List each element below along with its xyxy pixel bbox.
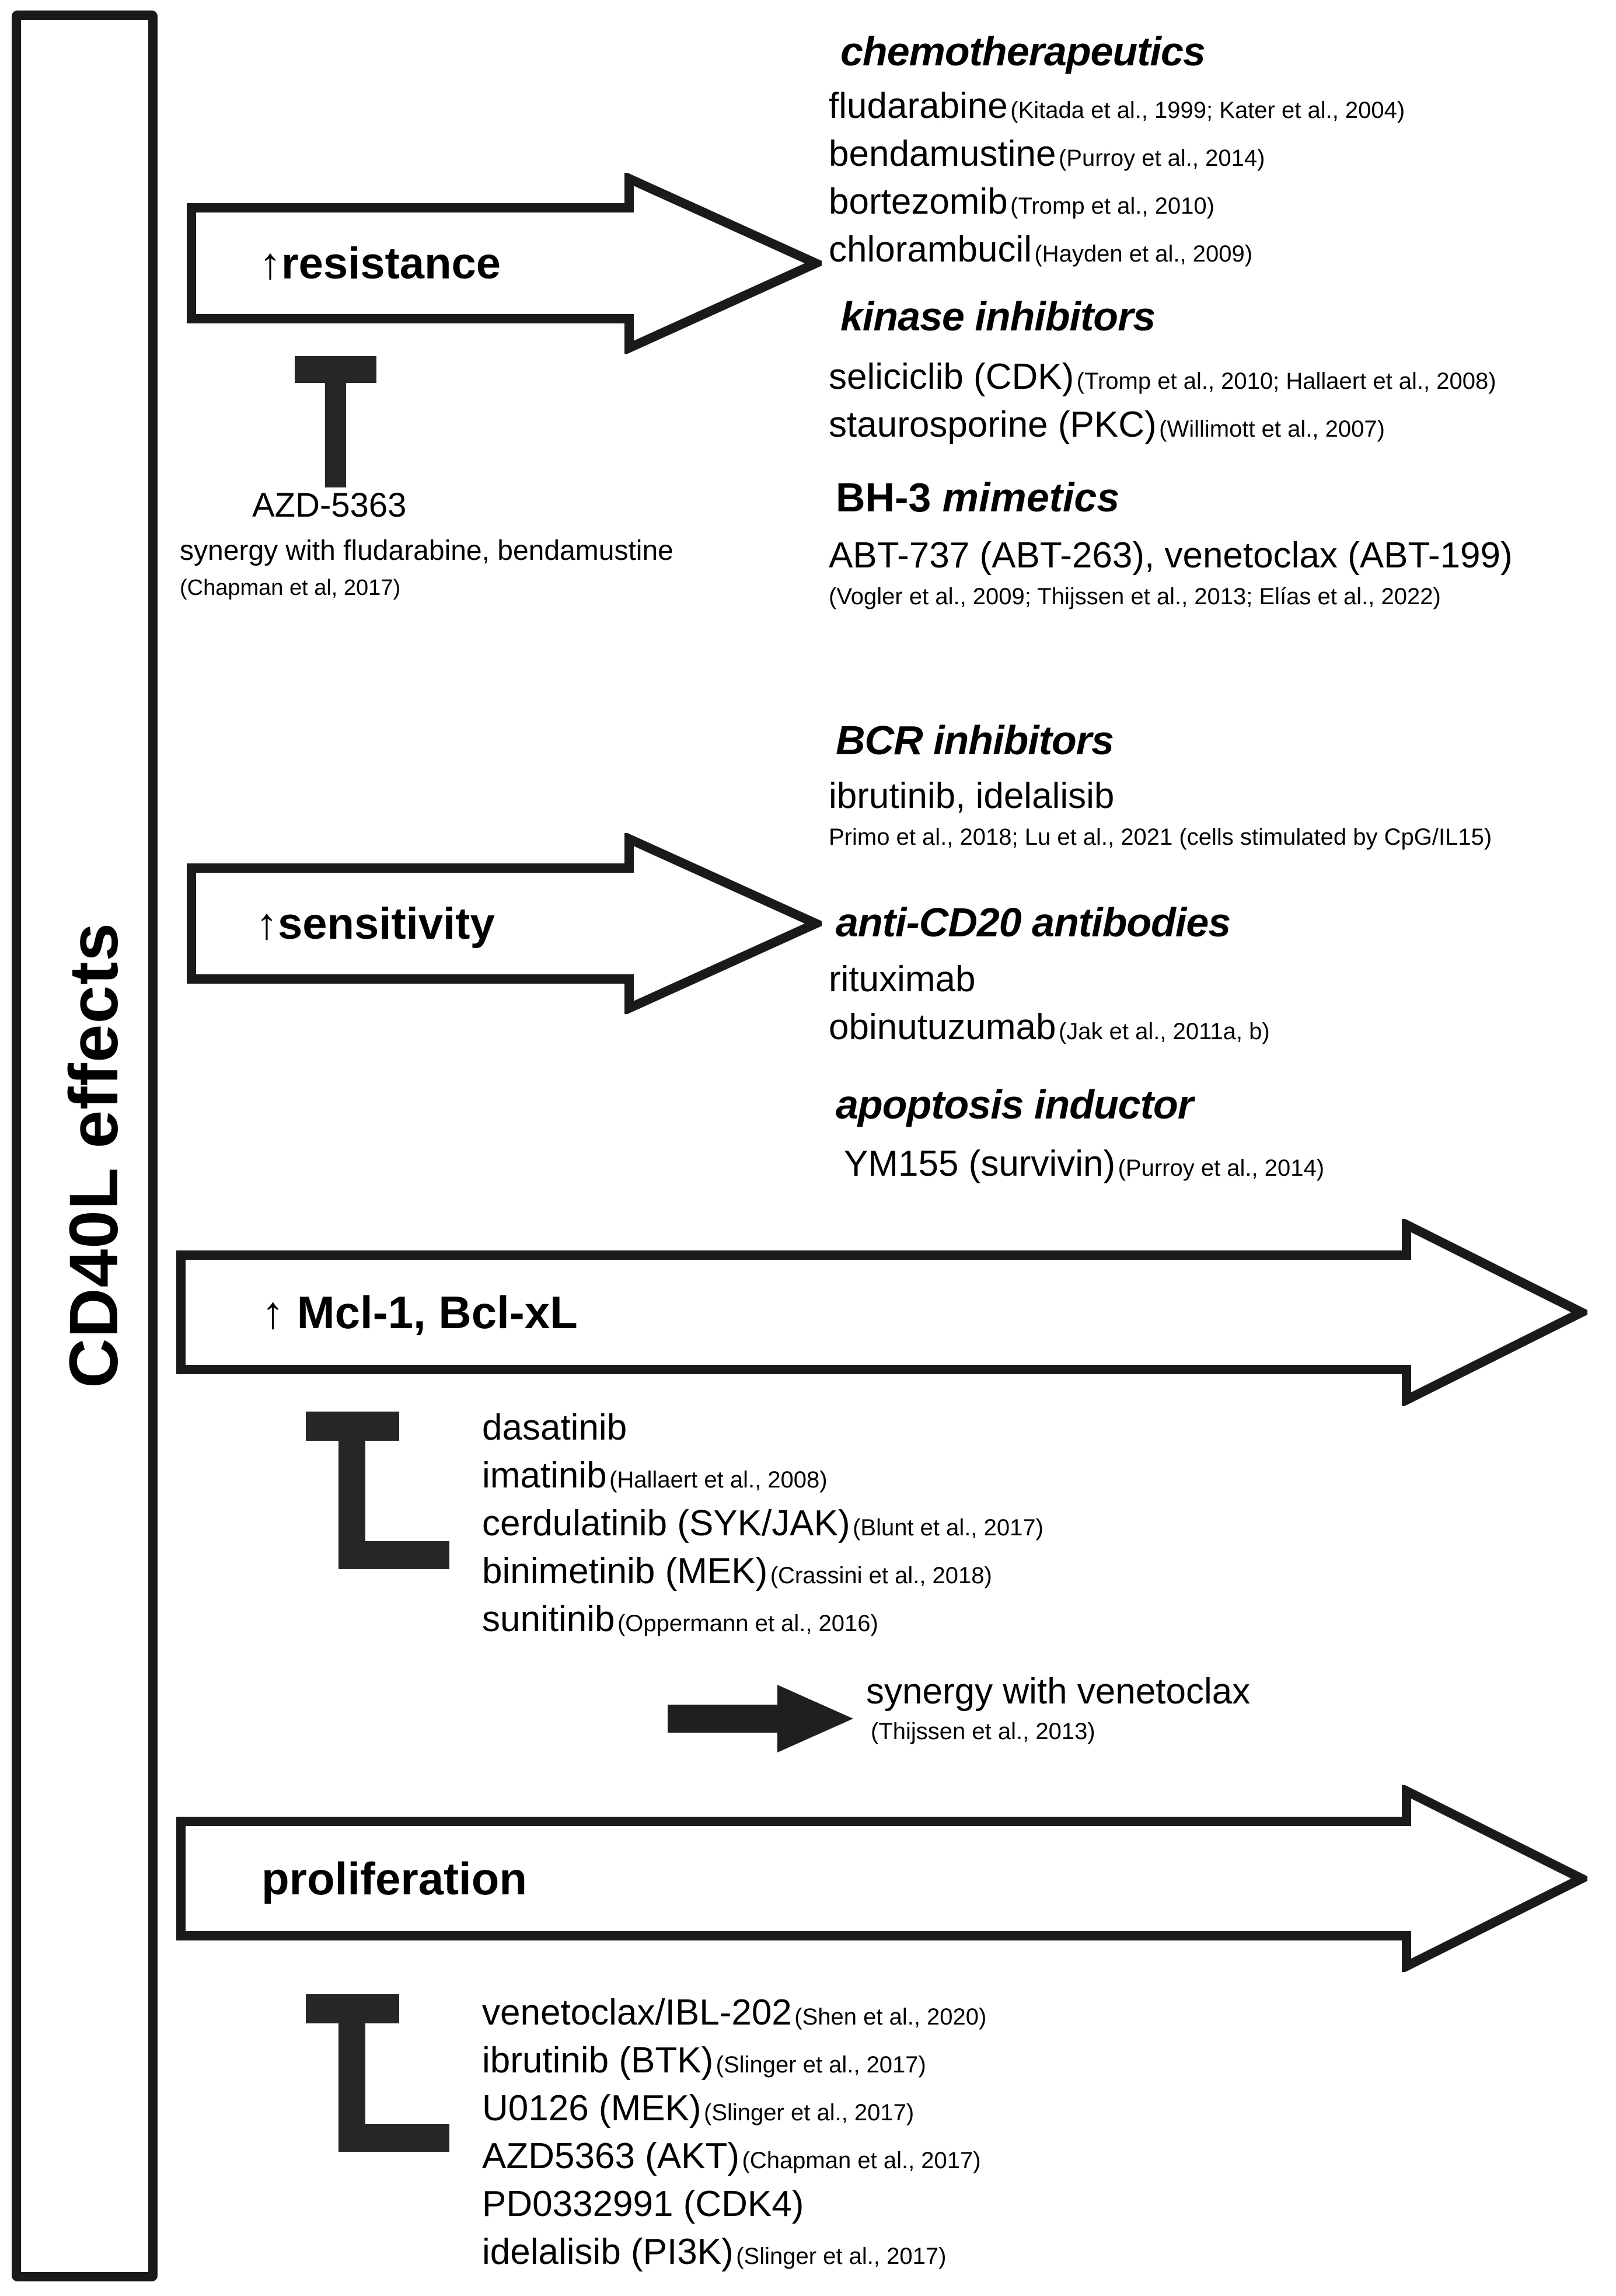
drug-name: AZD5363 (AKT) <box>482 2136 740 2176</box>
azd5363-detail: synergy with fludarabine, bendamustine <box>180 535 673 566</box>
drug-reference: (Chapman et al., 2017) <box>742 2148 981 2173</box>
list-item: binimetinib (MEK) (Crassini et al., 2018… <box>482 1551 992 1592</box>
drug-reference: (Oppermann et al., 2016) <box>617 1611 878 1636</box>
drug-reference: (Blunt et al., 2017) <box>853 1515 1043 1541</box>
list-item: seliciclib (CDK) (Tromp et al., 2010; Ha… <box>829 356 1496 398</box>
list-item: bortezomib (Tromp et al., 2010) <box>829 181 1214 222</box>
drug-name: bortezomib <box>829 182 1008 222</box>
drug-name: chlorambucil <box>829 229 1032 270</box>
drug-reference: (Slinger et al., 2017) <box>736 2243 947 2269</box>
proliferation-arrow: proliferation <box>175 1785 1587 1972</box>
drug-reference: (Purroy et al., 2014) <box>1118 1155 1325 1181</box>
list-item: bendamustine (Purroy et al., 2014) <box>829 133 1265 175</box>
drug-name: rituximab <box>829 959 976 999</box>
drug-reference: (Hallaert et al., 2008) <box>609 1467 828 1493</box>
synergy-label: synergy with venetoclax <box>866 1671 1251 1712</box>
heading-chemotherapeutics: chemotherapeutics <box>840 29 1206 74</box>
drug-reference: (Tromp et al., 2010) <box>1010 193 1214 219</box>
drug-name: bendamustine <box>829 134 1056 174</box>
cd40l-effects-label: CD40L effects <box>55 922 132 1388</box>
drug-name: idelalisib (PI3K) <box>482 2232 734 2272</box>
heading-anti-cd20-antibodies: anti-CD20 antibodies <box>836 900 1231 945</box>
drug-reference: (Slinger et al., 2017) <box>704 2100 915 2126</box>
resistance-arrow-text-wrap: ↑resistance <box>259 173 501 354</box>
drug-name: seliciclib (CDK) <box>829 357 1074 397</box>
drug-reference: (Hayden et al., 2009) <box>1034 241 1253 267</box>
resistance-arrow-label: ↑resistance <box>259 238 501 288</box>
sensitivity-arrow-text-wrap: ↑sensitivity <box>256 833 495 1014</box>
resistance-arrow: ↑resistance <box>186 173 822 354</box>
drug-reference: (Purroy et al., 2014) <box>1058 145 1265 171</box>
list-item: venetoclax/IBL-202 (Shen et al., 2020) <box>482 1992 986 2033</box>
bcr-reference-line: Primo et al., 2018; Lu et al., 2021 (cel… <box>829 824 1492 850</box>
sensitivity-arrow: ↑sensitivity <box>186 833 822 1014</box>
drug-name: staurosporine (PKC) <box>829 405 1157 445</box>
drug-name: fludarabine <box>829 86 1008 126</box>
list-item: ibrutinib, idelalisib <box>829 775 1114 817</box>
list-item: fludarabine (Kitada et al., 1999; Kater … <box>829 85 1405 127</box>
list-item: staurosporine (PKC) (Willimott et al., 2… <box>829 404 1385 445</box>
mcl1-inhibition-bracket <box>292 1412 467 1569</box>
drug-reference: (Crassini et al., 2018) <box>770 1563 992 1588</box>
proliferation-arrow-text-wrap: proliferation <box>261 1785 527 1972</box>
drug-name: dasatinib <box>482 1407 627 1448</box>
heading-apoptosis-inductor: apoptosis inductor <box>836 1082 1193 1127</box>
list-item: ABT-737 (ABT-263), venetoclax (ABT-199) <box>829 535 1513 576</box>
drug-name: binimetinib (MEK) <box>482 1551 768 1591</box>
list-item: rituximab <box>829 959 976 1000</box>
list-item: cerdulatinib (SYK/JAK) (Blunt et al., 20… <box>482 1503 1043 1544</box>
proliferation-inhibition-bracket <box>292 1994 467 2152</box>
heading-bcr-inhibitors: BCR inhibitors <box>836 717 1114 763</box>
drug-name: ABT-737 (ABT-263), venetoclax (ABT-199) <box>829 535 1513 576</box>
drug-reference: (Slinger et al., 2017) <box>715 2052 926 2078</box>
proliferation-arrow-label: proliferation <box>261 1852 528 1904</box>
drug-name: U0126 (MEK) <box>482 2088 701 2128</box>
drug-name: YM155 (survivin) <box>844 1144 1116 1184</box>
drug-reference: (Shen et al., 2020) <box>794 2004 987 2030</box>
drug-name: PD0332991 (CDK4) <box>482 2184 804 2224</box>
drug-name: cerdulatinib (SYK/JAK) <box>482 1503 850 1544</box>
list-item: imatinib (Hallaert et al., 2008) <box>482 1455 828 1496</box>
cd40l-effects-bar: CD40L effects <box>12 11 158 2281</box>
list-item: ibrutinib (BTK) (Slinger et al., 2017) <box>482 2040 926 2081</box>
list-item: chlorambucil (Hayden et al., 2009) <box>829 229 1252 270</box>
drug-name: imatinib <box>482 1455 607 1496</box>
list-item: dasatinib <box>482 1407 627 1448</box>
list-item: YM155 (survivin) (Purroy et al., 2014) <box>844 1143 1324 1184</box>
bh3-heading-italic: mimetics <box>942 475 1120 520</box>
bh3-heading-plain: BH-3 <box>836 475 943 520</box>
mcl1-arrow-text-wrap: ↑ Mcl-1, Bcl-xL <box>261 1219 578 1406</box>
drug-name: venetoclax/IBL-202 <box>482 1992 792 2033</box>
list-item: PD0332991 (CDK4) <box>482 2183 804 2225</box>
synergy-arrow-icon <box>668 1684 854 1754</box>
bh3-reference-line: (Vogler et al., 2009; Thijssen et al., 2… <box>829 584 1441 609</box>
list-item: AZD5363 (AKT) (Chapman et al., 2017) <box>482 2135 981 2177</box>
list-item: obinutuzumab (Jak et al., 2011a, b) <box>829 1006 1270 1048</box>
azd5363-inhibition-connector <box>280 356 403 487</box>
drug-name: ibrutinib (BTK) <box>482 2040 714 2081</box>
drug-name: ibrutinib, idelalisib <box>829 776 1115 816</box>
list-item: U0126 (MEK) (Slinger et al., 2017) <box>482 2088 914 2129</box>
drug-reference: (Willimott et al., 2007) <box>1159 416 1385 442</box>
drug-name: obinutuzumab <box>829 1007 1056 1047</box>
drug-reference: (Jak et al., 2011a, b) <box>1058 1019 1270 1044</box>
heading-bh3-mimetics: BH-3 mimetics <box>836 474 1119 521</box>
synergy-reference: (Thijssen et al., 2013) <box>871 1719 1095 1744</box>
drug-reference: (Tromp et al., 2010; Hallaert et al., 20… <box>1076 368 1496 394</box>
heading-kinase-inhibitors: kinase inhibitors <box>840 294 1156 339</box>
cd40l-effects-label-wrap: CD40L effects <box>21 20 167 2291</box>
drug-name: sunitinib <box>482 1599 615 1639</box>
list-item: idelalisib (PI3K) (Slinger et al., 2017) <box>482 2231 946 2273</box>
mcl1-bclxl-arrow: ↑ Mcl-1, Bcl-xL <box>175 1219 1587 1406</box>
sensitivity-arrow-label: ↑sensitivity <box>256 898 495 949</box>
azd5363-drug-label: AZD-5363 <box>252 486 407 524</box>
mcl1-arrow-label: ↑ Mcl-1, Bcl-xL <box>261 1286 578 1338</box>
azd5363-reference: (Chapman et al, 2017) <box>180 576 401 600</box>
list-item: sunitinib (Oppermann et al., 2016) <box>482 1598 878 1640</box>
drug-reference: (Kitada et al., 1999; Kater et al., 2004… <box>1010 97 1405 123</box>
